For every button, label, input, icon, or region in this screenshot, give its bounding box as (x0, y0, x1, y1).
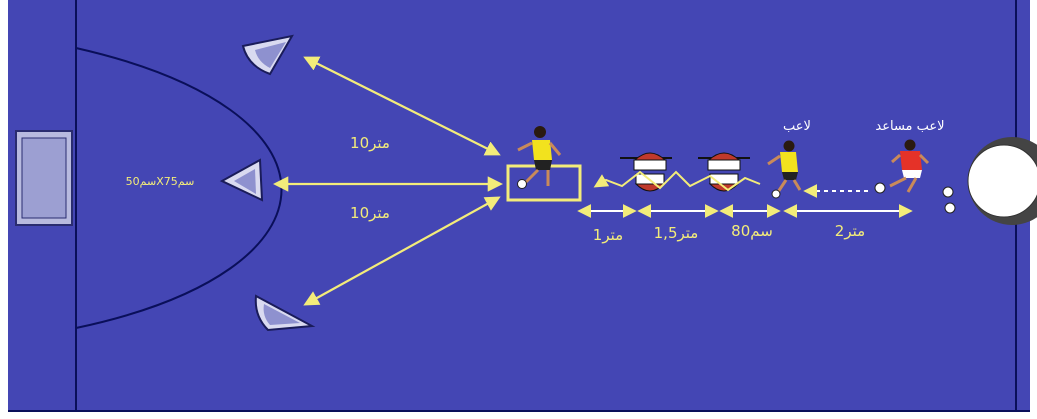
target-top (241, 34, 294, 76)
pitch (8, 0, 1030, 412)
goal (15, 130, 73, 226)
player-label: لاعب (783, 119, 811, 134)
target-middle (219, 158, 264, 202)
gap-3-label: 80سم (731, 222, 773, 240)
center-circle (967, 137, 1037, 225)
arrow-to-bottom-target (303, 196, 501, 306)
assistant-player-label: لاعب مساعد (875, 119, 944, 134)
shooter-player-icon (517, 126, 562, 189)
gap-4-label: 2متر (835, 222, 865, 240)
target-bottom (254, 294, 316, 332)
target-size-label: 50سمX75سم (126, 175, 195, 188)
arrow-to-top-target (303, 56, 501, 156)
gap-1-label: 1متر (593, 226, 623, 244)
distance-lower-label: 10متر (350, 204, 390, 222)
assistant-player-icon (874, 139, 930, 194)
dribble-path (593, 170, 761, 192)
distance-upper-label: 10متر (350, 134, 390, 152)
gap-2-label: 1,5متر (654, 224, 699, 242)
dribbling-player-icon (767, 140, 802, 199)
ball-icons (942, 186, 956, 214)
